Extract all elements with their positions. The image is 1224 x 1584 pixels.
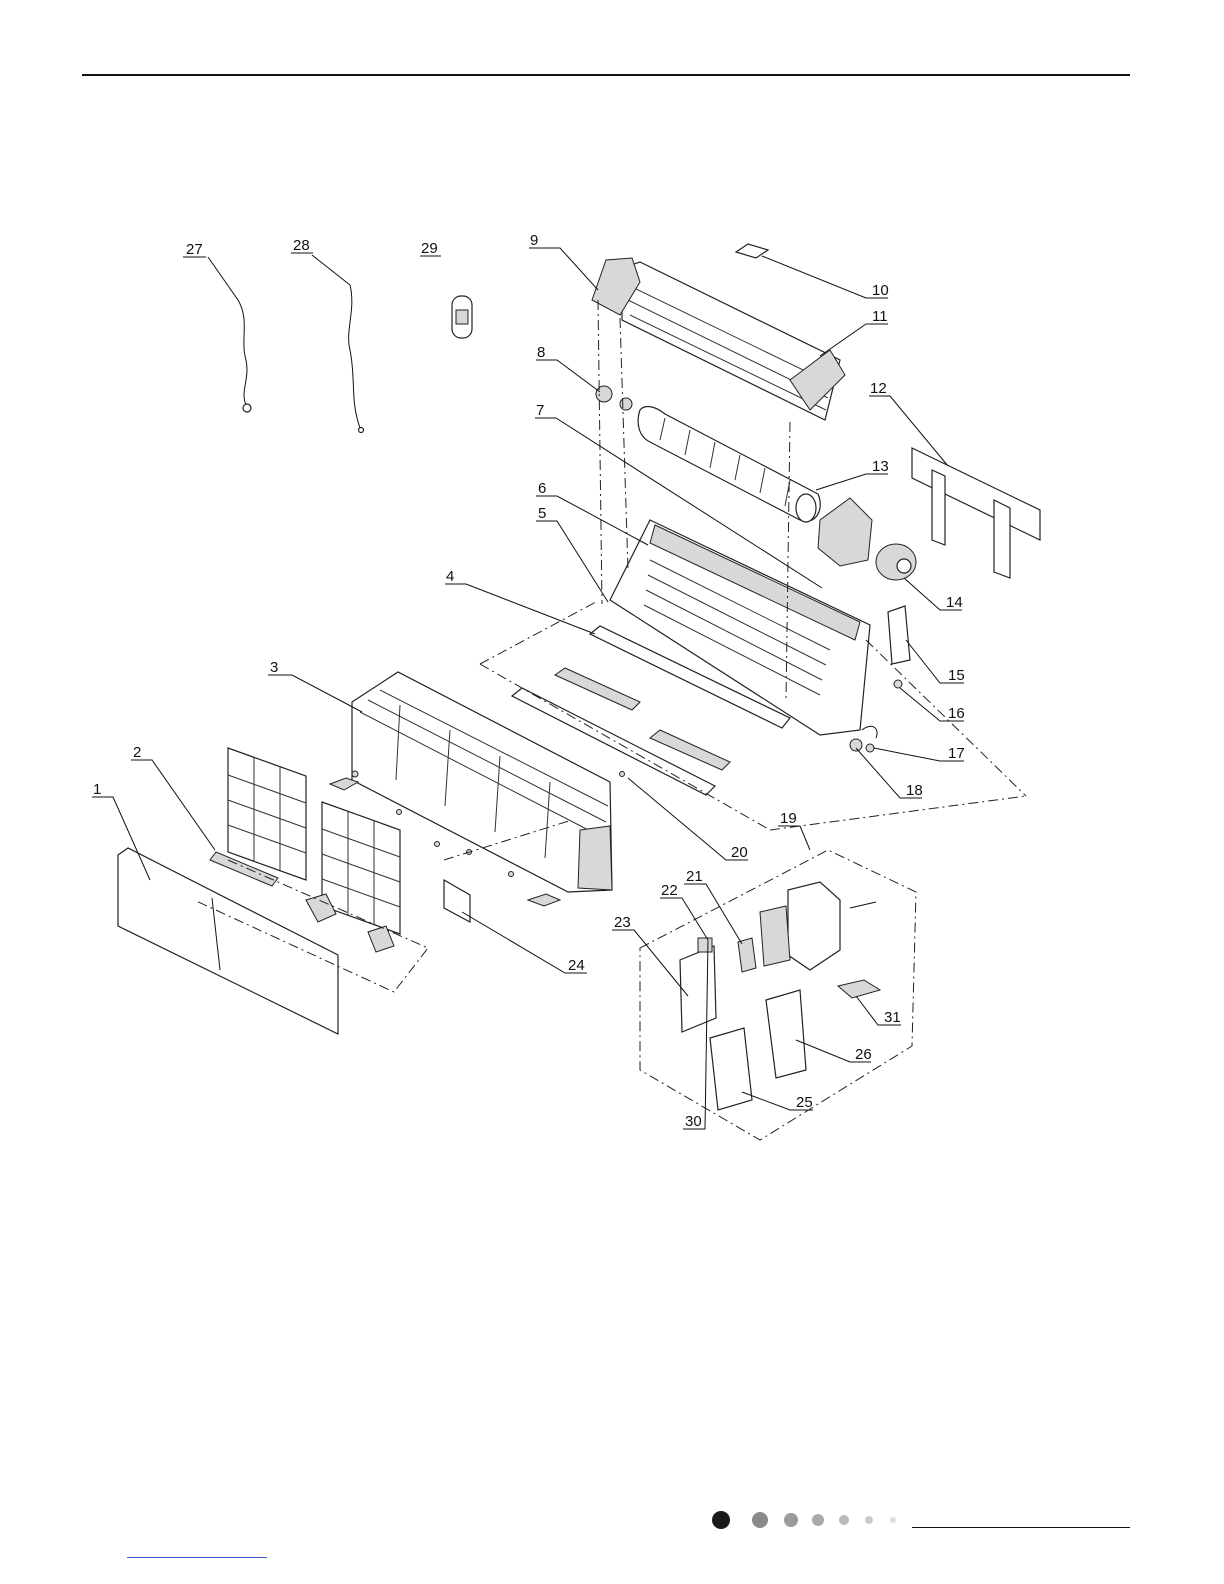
callout-21: 21 bbox=[686, 868, 703, 885]
part-16-screw bbox=[894, 680, 902, 688]
callout-8: 8 bbox=[537, 344, 545, 361]
part-26-box-cover bbox=[766, 990, 806, 1078]
indicator-dot bbox=[812, 1514, 824, 1526]
part-28-sensor-cable bbox=[312, 255, 364, 433]
callout-19: 19 bbox=[780, 810, 797, 827]
callout-16: 16 bbox=[948, 705, 965, 722]
part-24-cover bbox=[444, 880, 470, 922]
part-electric-box bbox=[738, 882, 876, 972]
part-29-remote-control bbox=[452, 296, 472, 338]
filter-left bbox=[228, 748, 306, 880]
callout-30: 30 bbox=[685, 1113, 702, 1130]
callout-12: 12 bbox=[870, 380, 887, 397]
callout-31: 31 bbox=[884, 1009, 901, 1026]
indicator-dot bbox=[712, 1511, 730, 1529]
indicator-dot bbox=[890, 1517, 896, 1523]
part-23-cover-plate bbox=[680, 946, 716, 1032]
callout-23: 23 bbox=[614, 914, 631, 931]
part-10-clip bbox=[736, 244, 768, 258]
indicator-dot bbox=[865, 1516, 873, 1524]
footer-link-underline[interactable] bbox=[127, 1557, 267, 1558]
callout-29: 29 bbox=[421, 240, 438, 257]
callout-25: 25 bbox=[796, 1094, 813, 1111]
callout-10: 10 bbox=[872, 282, 889, 299]
indicator-dot bbox=[752, 1512, 768, 1528]
callout-1: 1 bbox=[93, 781, 101, 798]
part-27-sensor-cable bbox=[208, 257, 251, 412]
callout-9: 9 bbox=[530, 232, 538, 249]
callout-2: 2 bbox=[133, 744, 141, 761]
part-14-fan-motor bbox=[876, 544, 916, 580]
part-22-terminal bbox=[698, 938, 712, 952]
indicator-dot bbox=[784, 1513, 798, 1527]
callout-17: 17 bbox=[948, 745, 965, 762]
callout-27: 27 bbox=[186, 241, 203, 258]
callout-26: 26 bbox=[855, 1046, 872, 1063]
part-18-stepping-motor bbox=[850, 739, 862, 751]
callout-28: 28 bbox=[293, 237, 310, 254]
part-7-cross-flow-fan bbox=[638, 407, 820, 522]
callout-18: 18 bbox=[906, 782, 923, 799]
part-25-box-cover bbox=[710, 1028, 752, 1110]
callout-7: 7 bbox=[536, 402, 544, 419]
callout-5: 5 bbox=[538, 505, 546, 522]
part-12-wall-plate bbox=[912, 448, 1040, 578]
callout-13: 13 bbox=[872, 458, 889, 475]
callout-24: 24 bbox=[568, 957, 585, 974]
callout-6: 6 bbox=[538, 480, 546, 497]
callout-4: 4 bbox=[446, 568, 454, 585]
part-11-evaporator bbox=[622, 262, 845, 420]
callout-3: 3 bbox=[270, 659, 278, 676]
callout-22: 22 bbox=[661, 882, 678, 899]
footer-rule bbox=[912, 1527, 1130, 1528]
callout-11: 11 bbox=[872, 308, 888, 325]
part-31-component bbox=[838, 980, 880, 998]
callout-15: 15 bbox=[948, 667, 965, 684]
page-indicator-dots bbox=[700, 1506, 920, 1534]
indicator-dot bbox=[839, 1515, 849, 1525]
callout-14: 14 bbox=[946, 594, 963, 611]
callout-20: 20 bbox=[731, 844, 748, 861]
part-13-motor-cover bbox=[818, 498, 872, 566]
part-15-bracket bbox=[888, 606, 910, 664]
part-8-bearing bbox=[596, 386, 632, 410]
